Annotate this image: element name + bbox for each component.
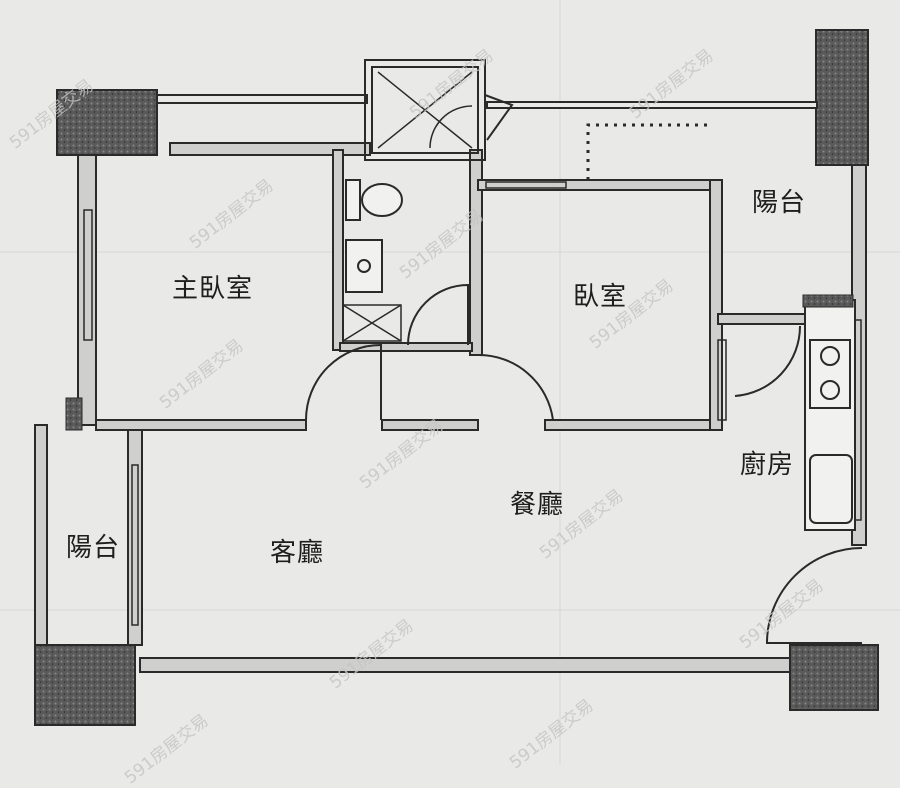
door-swings [305, 94, 863, 644]
structural-columns [34, 29, 879, 726]
shower-stall [377, 71, 473, 149]
column-top-left [56, 89, 158, 156]
door-balcony-right [734, 325, 802, 397]
vanity-sink [345, 239, 383, 293]
interior-walls [95, 59, 819, 431]
label-bedroom: 臥室 [573, 282, 628, 312]
bath-cabinet [342, 304, 402, 342]
label-kitchen: 廚房 [740, 450, 795, 480]
kitchen-counter [804, 299, 856, 531]
column-kitchen-small [802, 294, 854, 308]
column-bottom-right [789, 644, 879, 711]
label-balcony-right: 陽台 [752, 188, 807, 218]
label-dining: 餐廳 [510, 490, 565, 520]
background-scan-lines [0, 0, 900, 764]
label-living: 客廳 [270, 538, 325, 568]
door-entry [765, 547, 863, 644]
floor-plan-drawing [0, 0, 900, 764]
door-shower [484, 94, 514, 141]
toilet-fixture [345, 179, 403, 221]
door-bath [407, 283, 469, 346]
door-bedroom [477, 353, 554, 421]
column-left-small [65, 397, 83, 431]
column-top-right [815, 29, 869, 166]
exterior-walls [34, 94, 867, 673]
windows [83, 181, 862, 626]
door-master [305, 343, 382, 421]
column-bottom-left [34, 644, 136, 726]
label-balcony-left: 陽台 [66, 533, 121, 563]
label-master-bedroom: 主臥室 [172, 274, 254, 304]
balcony-rail-dotted [586, 123, 710, 180]
